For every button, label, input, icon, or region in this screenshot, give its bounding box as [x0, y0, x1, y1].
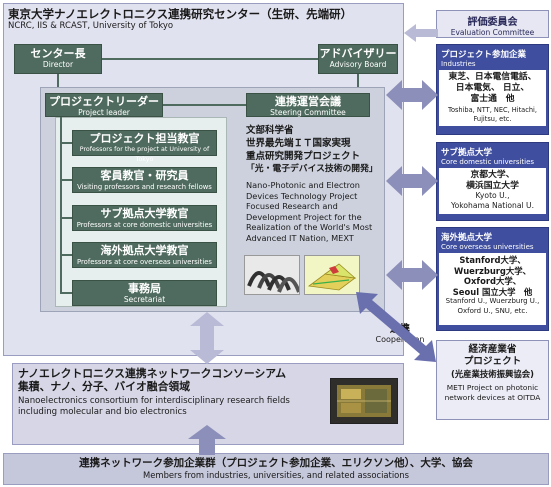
overseas-universities-arrow [386, 260, 438, 290]
project-leader-label-jp: プロジェクトリーダー [49, 95, 159, 108]
role-label-en: Professors at core domestic universities [76, 221, 213, 229]
industries-list-jp: 日本電気、 日立、 [455, 83, 530, 93]
domestic-list-jp: 横浜国立大学 [466, 180, 519, 191]
role-box-overseas-professors: 海外拠点大学教官 Professors at core overseas uni… [72, 242, 217, 268]
overseas-head-jp: 海外拠点大学 [441, 233, 493, 243]
mext-line: 重点研究開発プロジェクト [246, 151, 361, 162]
steering-committee-box: 連携運営会議 Steering Committee [246, 93, 370, 117]
industries-list-jp: 富士通 他 [470, 94, 515, 104]
role-connector [60, 179, 72, 181]
members-panel: 連携ネットワーク参加企業群（プロジェクト参加企業、エリクソン他）、大学、協会 M… [3, 453, 549, 485]
role-label-jp: サブ拠点大学教官 [100, 207, 189, 220]
overseas-universities-box: 海外拠点大学 Core overseas universities Stanfo… [436, 227, 549, 331]
leader-steering-line [163, 104, 246, 106]
meti-project-box: 経済産業省 プロジェクト (光産業技術振興協会) METI Project on… [436, 340, 549, 420]
role-label-en: Professors at core overseas universities [77, 258, 212, 266]
domestic-list: 京都大学、 横浜国立大学 Kyoto U., Yokohama National… [439, 168, 546, 214]
overseas-list-jp: Stanford大学、 [459, 255, 526, 265]
role-box-project-professors: プロジェクト担当教官 Professors for the project at… [72, 130, 217, 163]
role-box-secretariat: 事務局 Secretariat [72, 280, 217, 306]
meti-title-en: METI Project on photonic network devices… [444, 383, 541, 402]
domestic-universities-arrow [386, 166, 438, 196]
industries-head-jp: プロジェクト参加企業 [441, 50, 527, 60]
role-label-jp: プロジェクト担当教官 [89, 132, 200, 145]
nano-device-photo-left [244, 255, 301, 295]
mext-line: 「光・電子デバイス技術の開発」 [246, 164, 378, 174]
cooperation-arrow [352, 288, 442, 366]
director-label-en: Director [42, 60, 74, 69]
advisory-connector-line [357, 74, 359, 92]
steering-committee-label-en: Steering Committee [270, 108, 346, 117]
director-connector-line [57, 74, 59, 92]
overseas-list: Stanford大学、 Wuerzburg大学、 Oxford大学、 Seoul… [439, 253, 546, 325]
role-label-jp: 客員教官・研究員 [100, 169, 189, 182]
industries-list-en: Toshiba, NTT, NEC, Hitachi, Fujitsu, etc… [448, 106, 537, 123]
overseas-list-en: Oxford U., SNU, etc. [457, 306, 528, 315]
domestic-head-jp: サブ拠点大学 [441, 148, 493, 158]
overseas-list-jp: Oxford大学、 [463, 276, 522, 286]
mext-line: 世界最先端ＩＴ国家実現 [246, 138, 351, 149]
consortium-line: 集積、ナノ、分子、バイオ融合領域 [18, 380, 190, 393]
evaluation-committee-jp: 評価委員会 [467, 17, 518, 28]
advisory-board-label-en: Advisory Board [329, 60, 387, 69]
consortium-line: ナノエレクトロニクス連携ネットワークコンソーシアム [18, 367, 287, 380]
domestic-head-en: Core domestic universities [441, 158, 535, 166]
roles-bracket-line [60, 117, 62, 293]
circuit-chip-photo [330, 378, 398, 424]
industries-arrow [386, 80, 438, 110]
role-label-en: Secretariat [123, 295, 166, 304]
overseas-list-jp: Seoul 国立大学 他 [452, 286, 533, 297]
members-title-en: Members from industries, universities, a… [143, 470, 409, 480]
consortium-link-arrow [190, 312, 224, 364]
role-connector [60, 254, 72, 256]
members-up-arrow [188, 425, 226, 455]
domestic-list-en: Yokohama National U. [450, 201, 534, 210]
project-leader-box: プロジェクトリーダー Project leader [45, 93, 163, 117]
ncrc-title-jp: 東京大学ナノエレクトロニクス連携研究センター（生研、先端研） [8, 7, 353, 21]
director-advisory-line [102, 58, 318, 60]
role-box-domestic-professors: サブ拠点大学教官 Professors at core domestic uni… [72, 205, 217, 231]
role-label-en: Visiting professors and research fellows [77, 183, 212, 191]
industries-list-jp: 東芝、日本電信電話、 [448, 72, 537, 82]
members-title-jp: 連携ネットワーク参加企業群（プロジェクト参加企業、エリクソン他）、大学、協会 [79, 457, 473, 469]
role-label-en: Professors for the project at University… [79, 146, 210, 163]
domestic-universities-box: サブ拠点大学 Core domestic universities 京都大学、 … [436, 142, 549, 221]
meti-title-jp: (光産業技術振興協会) [450, 369, 535, 379]
domestic-list-jp: 京都大学、 [470, 170, 515, 180]
mext-project-title: 文部科学省 世界最先端ＩＴ国家実現 重点研究開発プロジェクト 「光・電子デバイス… [246, 124, 381, 176]
steering-committee-label-jp: 連携運営会議 [275, 95, 341, 108]
role-connector [60, 217, 72, 219]
consortium-en: Nanoelectronics consortium for interdisc… [18, 396, 290, 417]
domestic-list-en: Kyoto U., [475, 191, 510, 200]
role-label-jp: 海外拠点大学教官 [100, 244, 189, 257]
director-box: センター長 Director [14, 44, 102, 74]
director-label-jp: センター長 [30, 47, 86, 60]
nano-device-photo-right [304, 255, 360, 295]
project-leader-label-en: Project leader [78, 108, 130, 117]
role-box-visiting-professors: 客員教官・研究員 Visiting professors and researc… [72, 167, 217, 193]
role-connector [60, 142, 72, 144]
industries-box: プロジェクト参加企業 Industries 東芝、日本電信電話、 日本電気、 日… [436, 44, 549, 135]
evaluation-committee-box: 評価委員会 Evaluation Committee [436, 10, 549, 38]
meti-title-jp: 経済産業省 [468, 344, 517, 355]
advisory-board-box: アドバイザリー Advisory Board [318, 44, 398, 74]
role-connector [60, 292, 72, 294]
advisory-board-label-jp: アドバイザリー [319, 47, 397, 60]
overseas-list-en: Stanford U., Wuerzburg U., [445, 297, 540, 305]
industries-head-en: Industries [441, 60, 476, 68]
industries-list: 東芝、日本電信電話、 日本電気、 日立、 富士通 他 Toshiba, NTT,… [439, 70, 546, 126]
cooperation-label-en: Cooperation [375, 335, 425, 344]
role-label-jp: 事務局 [128, 282, 161, 295]
evaluation-committee-en: Evaluation Committee [450, 28, 535, 37]
evaluation-arrow [404, 24, 438, 42]
mext-line: 文部科学省 [246, 125, 294, 136]
overseas-list-jp: Wuerzburg大学、 [453, 265, 532, 276]
ncrc-title-en: NCRC, IIS & RCAST, University of Tokyo [8, 21, 174, 31]
meti-title-jp: プロジェクト [463, 356, 522, 367]
consortium-title-jp: ナノエレクトロニクス連携ネットワークコンソーシアム 集積、ナノ、分子、バイオ融合… [18, 367, 378, 393]
overseas-head-en: Core overseas universities [441, 243, 534, 251]
mext-project-en: Nano-Photonic and Electron Devices Techn… [246, 180, 373, 243]
